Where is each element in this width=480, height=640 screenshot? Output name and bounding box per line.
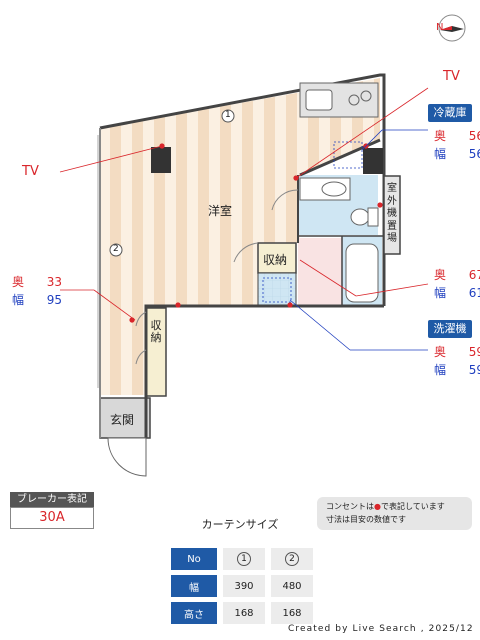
table-row: No 1 2 xyxy=(171,548,313,570)
note-line2: 寸法は目安の数値です xyxy=(326,515,406,524)
table-row: 幅 390 480 xyxy=(171,575,313,597)
curtain-row-label: 幅 xyxy=(171,575,217,597)
window-1-label: 1 xyxy=(225,110,231,120)
curtain-col-1: 1 xyxy=(237,552,251,566)
bathtub xyxy=(345,243,379,303)
washer-pan xyxy=(257,272,297,307)
fridge-width: 幅56 xyxy=(434,147,480,161)
breaker-header: ブレーカー表記 xyxy=(10,492,94,507)
window-2-label: 2 xyxy=(113,244,119,254)
fridge-space xyxy=(333,141,363,169)
breaker-value: 30A xyxy=(10,507,94,529)
curtain-title: カーテンサイズ xyxy=(201,518,279,531)
curtain-row-label: 高さ xyxy=(171,602,217,624)
table-row: 高さ 168 168 xyxy=(171,602,313,624)
entrance-label: 玄関 xyxy=(110,413,135,427)
toilet xyxy=(350,208,370,226)
washer-depth: 奥59 xyxy=(434,345,480,359)
outdoor-unit-area xyxy=(383,175,401,255)
closet-left-label: 収納 xyxy=(150,319,162,344)
curtain-cell: 168 xyxy=(223,602,265,624)
washer-width: 幅59 xyxy=(434,363,480,377)
washer-space-width: 幅61 xyxy=(434,286,480,300)
note-line1-post: で表記しています xyxy=(380,502,445,511)
washer-space-depth: 奥67 xyxy=(434,268,480,282)
curtain-header-no: No xyxy=(171,548,217,570)
outlet-legend-icon: ● xyxy=(374,502,381,511)
curtain-cell: 390 xyxy=(223,575,265,597)
column xyxy=(363,148,383,174)
column xyxy=(151,147,171,173)
fridge-depth: 奥56 xyxy=(434,129,480,143)
compass-label: N xyxy=(436,22,444,33)
outlet-marker xyxy=(175,302,181,308)
credit-text: Created by Live Search , 2025/12 xyxy=(288,624,474,634)
western-room-label: 洋室 xyxy=(208,204,233,218)
curtain-col-2: 2 xyxy=(285,552,299,566)
note-box: コンセントは●で表記しています 寸法は目安の数値です xyxy=(317,497,472,530)
outdoor-unit-label: 室外機置場 xyxy=(387,183,397,244)
outlet-marker xyxy=(287,302,293,308)
curtain-table: No 1 2 幅 390 480 高さ 168 168 xyxy=(165,543,319,629)
outlet-marker xyxy=(377,202,383,208)
note-line1-pre: コンセントは xyxy=(326,502,374,511)
closet-center-label: 収納 xyxy=(263,253,288,267)
curtain-cell: 168 xyxy=(271,602,313,624)
tv-label-top: TV xyxy=(443,69,460,84)
curtain-cell: 480 xyxy=(271,575,313,597)
tv-label-left: TV xyxy=(22,164,39,179)
washer-badge: 洗濯機 xyxy=(428,320,472,338)
closet-center xyxy=(257,242,297,274)
corridor-floor xyxy=(298,238,342,306)
fridge-badge: 冷蔵庫 xyxy=(428,104,472,122)
